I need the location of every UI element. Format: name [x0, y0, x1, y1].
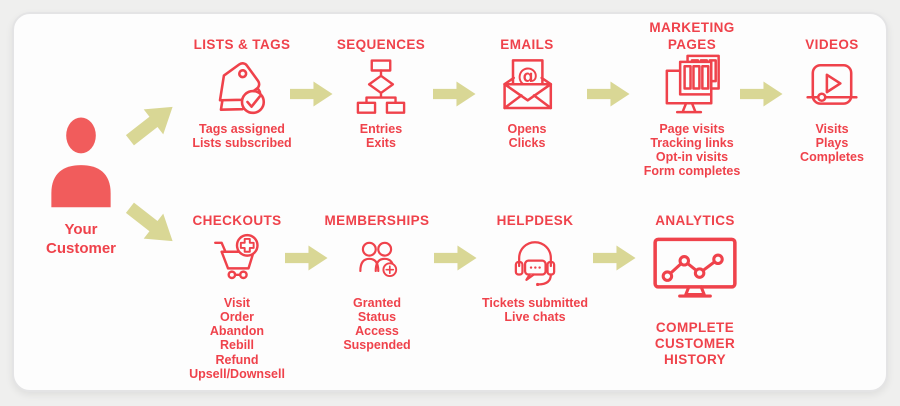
video-player-icon [762, 54, 900, 120]
stage-title: VIDEOS [805, 37, 859, 53]
stage-item: Clicks [508, 136, 546, 151]
stage-item: Rebill [219, 338, 255, 353]
stage-item: Entries [359, 122, 403, 136]
stage-item: Page visits [659, 122, 725, 136]
stage-title: MEMBERSHIPS [324, 213, 430, 229]
flow-arrow-down-right-icon [118, 193, 186, 257]
stage-item: Status [357, 310, 397, 325]
customer-label: Your Customer [45, 221, 116, 257]
stage-item: Plays [815, 136, 849, 151]
stage-item: Tracking links [650, 136, 734, 151]
stage-item: Exits [366, 136, 396, 151]
diagram-card [12, 12, 888, 392]
headset-icon [465, 230, 605, 294]
stage-item: Tickets submitted [481, 296, 589, 310]
stage-item: Abandon [209, 324, 265, 339]
flow-arrow-up-right-icon [118, 91, 186, 155]
tags-icon [172, 54, 312, 120]
flow-arrow-right-icon [285, 243, 329, 273]
stage-title: SEQUENCES [336, 37, 426, 53]
flow-arrow-right-icon [593, 243, 637, 273]
stage-title: ANALYTICS [655, 213, 735, 229]
flow-arrow-right-icon [434, 243, 478, 273]
stage-item: Upsell/Downsell [189, 366, 285, 381]
stage-item: Completes [800, 150, 864, 165]
stage-item: Refund [215, 352, 259, 367]
analytics-monitor-icon [625, 230, 765, 310]
stage-items: COMPLETE CUSTOMER HISTORY [625, 320, 765, 369]
flow-arrow-right-icon [290, 79, 334, 109]
members-icon [307, 230, 447, 294]
stage-item: Live chats [504, 310, 566, 325]
flow-arrow-right-icon [740, 79, 784, 109]
shopping-cart-icon [167, 230, 307, 294]
stage-title: CHECKOUTS [192, 213, 282, 229]
flow-arrow-right-icon [433, 79, 477, 109]
stage-item: Access [355, 324, 399, 339]
stage-title: EMAILS [500, 37, 554, 53]
stage-item: Opt-in visits [655, 150, 729, 165]
stage-item: Order [219, 310, 255, 325]
stage-item: Tags assigned [199, 122, 285, 136]
stage-item: Suspended [343, 338, 411, 353]
stage-title: MARKETING PAGES [649, 20, 735, 53]
customer-block: Your Customer [26, 112, 136, 259]
svg-text:@: @ [517, 64, 538, 88]
email-icon: @ [457, 54, 597, 120]
stage-title: LISTS & TAGS [193, 37, 291, 53]
stage-item: COMPLETE CUSTOMER HISTORY [654, 320, 736, 368]
stage-title: HELPDESK [496, 213, 574, 229]
stage-item: Visit [223, 296, 251, 310]
stage-item: Granted [353, 296, 401, 310]
stage-item: Visits [815, 122, 849, 136]
stage-analytics: ANALYTICS COMPLETE CUSTOMER HISTORY [625, 204, 765, 369]
person-icon [51, 117, 111, 208]
stage-item: Opens [507, 122, 547, 136]
web-pages-icon [622, 54, 762, 120]
stage-item: Lists subscribed [192, 136, 292, 151]
flowchart-icon [311, 54, 451, 120]
stage-item: Form completes [643, 164, 741, 179]
flow-arrow-right-icon [587, 79, 631, 109]
